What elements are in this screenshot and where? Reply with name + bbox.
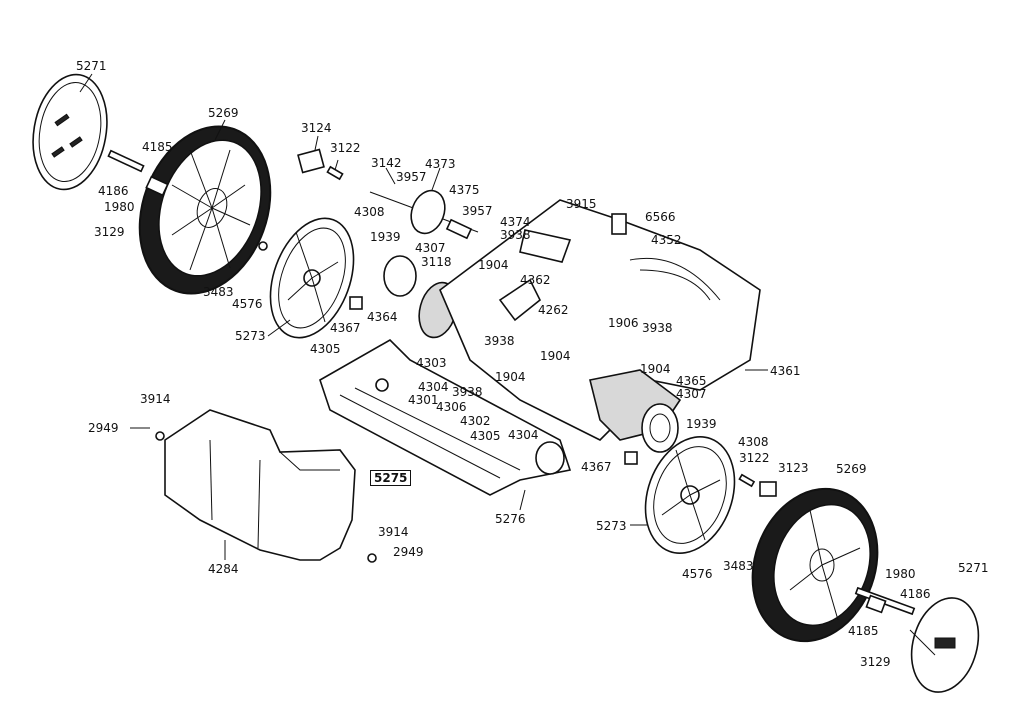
part-label-4307-left: 4307 (415, 241, 446, 255)
part-label-4576-left: 4576 (232, 297, 263, 311)
part-label-3129-right: 3129 (860, 655, 891, 669)
grass-bag-cover (155, 409, 377, 563)
part-label-1904-b: 1904 (540, 349, 571, 363)
part-label-3938-b: 3938 (642, 321, 673, 335)
part-label-1904-c: 1904 (640, 362, 671, 376)
part-label-4305-a: 4305 (310, 342, 341, 356)
part-label-4365: 4365 (676, 374, 707, 388)
part-label-4301: 4301 (408, 393, 439, 407)
part-label-1939-right: 1939 (686, 417, 717, 431)
part-label-4185-right: 4185 (848, 624, 879, 638)
part-label-3118: 3118 (421, 255, 452, 269)
part-label-4306: 4306 (436, 400, 467, 414)
part-label-4362: 4362 (520, 273, 551, 287)
left-wheel-flange (269, 217, 355, 339)
part-label-4307-right: 4307 (676, 387, 707, 401)
part-label-4361: 4361 (770, 364, 801, 378)
part-label-6566: 6566 (645, 210, 676, 224)
part-label-3122-left: 3122 (330, 141, 361, 155)
part-label-4185-left: 4185 (142, 140, 173, 154)
part-label-4308-left: 4308 (354, 205, 385, 219)
part-label-4284: 4284 (208, 562, 239, 576)
part-label-3915: 3915 (566, 197, 597, 211)
left-wheel (138, 125, 272, 295)
part-label-3914-a: 3914 (140, 392, 171, 406)
part-label-3938-c: 3938 (484, 334, 515, 348)
part-label-3122-right: 3122 (739, 451, 770, 465)
part-label-4364: 4364 (367, 310, 398, 324)
part-label-4302: 4302 (460, 414, 491, 428)
part-label-4305-b: 4305 (470, 429, 501, 443)
part-label-1980-left: 1980 (104, 200, 135, 214)
part-label-3142: 3142 (371, 156, 402, 170)
part-label-5276: 5276 (495, 512, 526, 526)
part-label-4303: 4303 (416, 356, 447, 370)
right-hub-cap (854, 586, 980, 693)
part-label-3938-a: 3938 (500, 228, 531, 242)
part-label-5269-right: 5269 (836, 462, 867, 476)
part-label-3483-right: 3483 (723, 559, 754, 573)
part-label-1906: 1906 (608, 316, 639, 330)
part-label-4373: 4373 (425, 157, 456, 171)
part-label-2949-b: 2949 (393, 545, 424, 559)
part-label-4304-b: 4304 (508, 428, 539, 442)
part-label-1904-a: 1904 (478, 258, 509, 272)
part-label-4375: 4375 (449, 183, 480, 197)
leader-lines (79, 73, 936, 656)
part-label-4576-right: 4576 (682, 567, 713, 581)
right-wheel (738, 473, 879, 643)
part-label-1904-d: 1904 (495, 370, 526, 384)
part-label-2949-a: 2949 (88, 421, 119, 435)
mower-deck (439, 199, 761, 453)
part-label-3914-b: 3914 (378, 525, 409, 539)
left-hub-cap (32, 73, 108, 191)
part-label-4186-left: 4186 (98, 184, 129, 198)
part-label-4262: 4262 (538, 303, 569, 317)
part-label-4186-right: 4186 (900, 587, 931, 601)
part-label-5273-left: 5273 (235, 329, 266, 343)
part-label-4367-right: 4367 (581, 460, 612, 474)
part-label-4308-right: 4308 (738, 435, 769, 449)
right-wheel-flange (624, 436, 736, 554)
part-label-3483-left: 3483 (203, 285, 234, 299)
part-label-5271-right: 5271 (958, 561, 989, 575)
part-label-3124: 3124 (301, 121, 332, 135)
part-label-3123: 3123 (778, 461, 809, 475)
axle-frame (319, 339, 572, 496)
part-label-5271-left: 5271 (76, 59, 107, 73)
part-label-5275: 5275 (370, 470, 412, 486)
part-label-4352: 4352 (651, 233, 682, 247)
part-label-3129-left: 3129 (94, 225, 125, 239)
part-label-5273-right: 5273 (596, 519, 627, 533)
part-label-4304-a: 4304 (418, 380, 449, 394)
part-label-3957-b: 3957 (462, 204, 493, 218)
part-label-3957-a: 3957 (396, 170, 427, 184)
part-label-1980-right: 1980 (885, 567, 916, 581)
part-label-4374: 4374 (500, 215, 531, 229)
left-small-parts (107, 148, 363, 310)
part-label-4367-left: 4367 (330, 321, 361, 335)
part-label-5269-left: 5269 (208, 106, 239, 120)
part-label-1939-left: 1939 (370, 230, 401, 244)
part-label-3938-d: 3938 (452, 385, 483, 399)
